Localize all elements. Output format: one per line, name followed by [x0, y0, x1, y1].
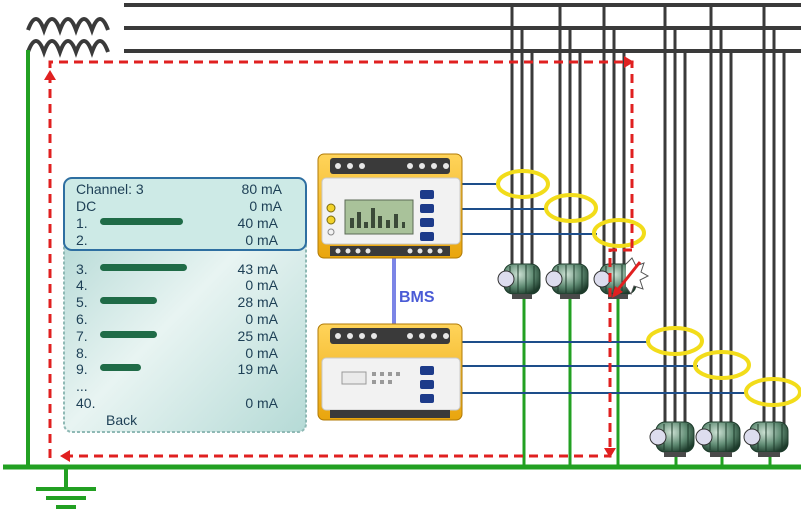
- dc-value: 0 mA: [249, 198, 282, 214]
- transformer-icon: [26, 17, 110, 58]
- phase-lines: [124, 3, 801, 53]
- channel-rows: 1. 40 mA 2. 0 mA 3. 43 mA 4. 0 mA 5. 28 mA 6. 0 mA 7…: [76, 215, 279, 377]
- dc-label: DC: [76, 198, 96, 214]
- channel-value: 28 mA: [238, 294, 279, 310]
- channel-header-value: 80 mA: [242, 181, 283, 197]
- channel-value: 43 mA: [238, 261, 279, 277]
- monitoring-device-icon: [317, 323, 463, 421]
- ellipsis-label: ...: [76, 378, 88, 394]
- last-channel-label: 40.: [76, 395, 95, 411]
- current-sensor-icon: [496, 169, 801, 407]
- last-channel-value: 0 mA: [245, 395, 278, 411]
- earth-ground-icon: [36, 467, 96, 509]
- channel-label: 8.: [76, 345, 88, 361]
- channel-level-bar: [100, 218, 183, 225]
- channel-label: 1.: [76, 215, 88, 231]
- channel-label: 7.: [76, 328, 88, 344]
- channel-level-bar: [100, 364, 141, 371]
- channel-label: 3.: [76, 261, 88, 277]
- channel-level-bar: [100, 297, 157, 304]
- fault-arrow-icon: [44, 56, 642, 462]
- channel-value: 0 mA: [245, 277, 278, 293]
- channel-label: 9.: [76, 361, 88, 377]
- channel-value: 25 mA: [238, 328, 279, 344]
- bms-label: BMS: [399, 289, 435, 306]
- channel-level-bar: [100, 264, 187, 271]
- motor-icon: [497, 257, 789, 457]
- display-highlight: [63, 177, 307, 251]
- sensor-wires: [460, 183, 748, 394]
- feeder-drops-group-1b: [602, 5, 626, 272]
- feeder-drops-group-2: [663, 5, 786, 428]
- channel-value: 40 mA: [238, 215, 279, 231]
- channel-level-bar: [100, 331, 157, 338]
- channel-header-label: Channel: 3: [76, 181, 144, 197]
- fault-current-path: [48, 60, 634, 458]
- channel-value: 0 mA: [245, 311, 278, 327]
- channel-value: 0 mA: [245, 345, 278, 361]
- channel-label: 4.: [76, 277, 88, 293]
- channel-value: 0 mA: [245, 232, 278, 248]
- channel-label: 2.: [76, 232, 88, 248]
- earth-line: [3, 50, 801, 470]
- channel-label: 6.: [76, 311, 88, 327]
- feeder-drops-group-1: [510, 5, 582, 272]
- monitoring-device-icon: [317, 153, 463, 259]
- channel-label: 5.: [76, 294, 88, 310]
- channel-value: 19 mA: [238, 361, 279, 377]
- channel-display: Channel: 3 80 mA DC 0 mA 1. 40 mA 2. 0 mA 3.…: [63, 177, 307, 433]
- back-button[interactable]: Back: [106, 412, 138, 428]
